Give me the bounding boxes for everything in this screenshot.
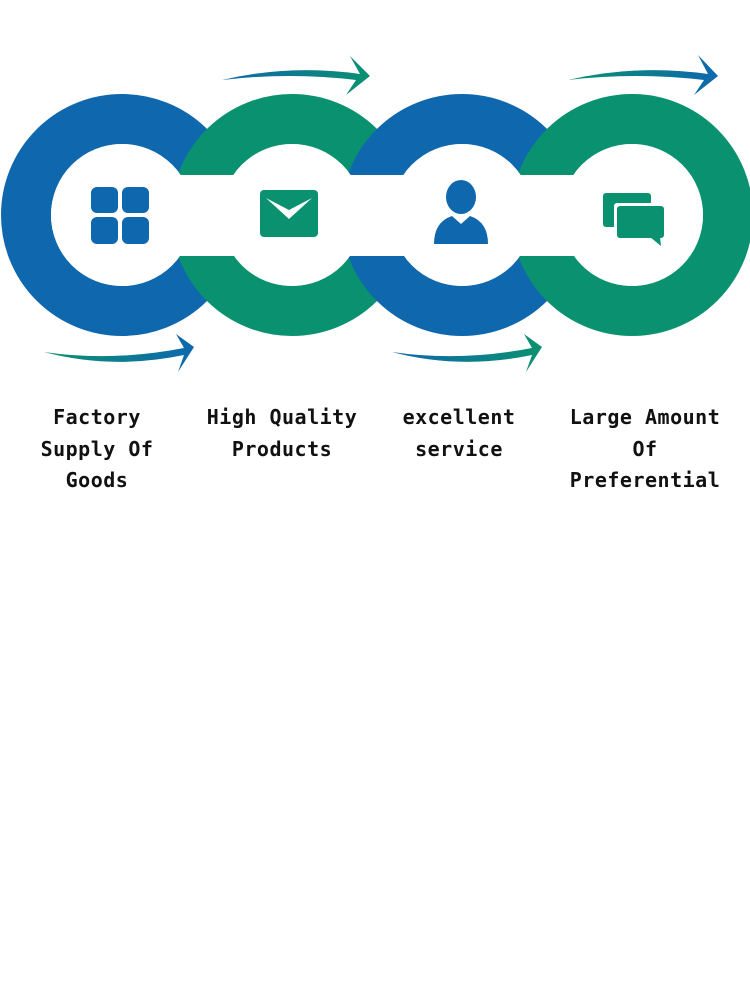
step-1-label: Factory Supply Of Goods [40, 405, 154, 492]
person-icon [434, 180, 488, 244]
grid-icon [91, 187, 149, 244]
arrow-bottom-1 [44, 334, 194, 372]
ring-3-center [391, 144, 533, 286]
step-4-label: Large Amount Of Preferential [569, 405, 721, 492]
arrow-top-2 [568, 55, 718, 95]
step-3-label: excellent service [402, 405, 516, 461]
step-2-label: High Quality Products [206, 405, 358, 461]
ring-1-center [51, 144, 193, 286]
chat-bubbles-icon [603, 193, 664, 246]
arrow-top-1 [222, 56, 370, 95]
envelope-icon [260, 190, 318, 237]
connector-band [110, 175, 640, 256]
arrow-bottom-2 [392, 334, 542, 372]
process-chain-diagram [1, 55, 750, 372]
